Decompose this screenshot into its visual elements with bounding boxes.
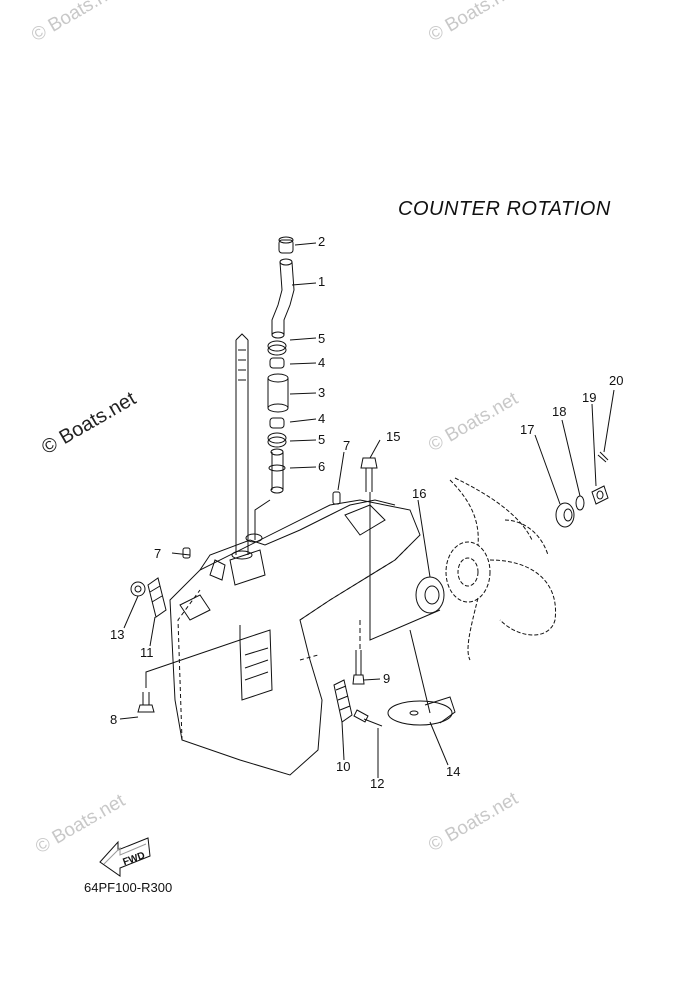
callout-13: 13 [110,627,124,642]
bolt-9 [352,650,365,685]
callout-12: 12 [370,776,384,791]
diagram-title: COUNTER ROTATION [398,198,611,220]
bolt-15 [360,457,378,492]
callout-11: 11 [140,645,154,660]
callout-7: 7 [154,546,161,561]
callout-4: 4 [318,411,325,426]
callout-20: 20 [609,373,623,388]
bolt-12 [353,709,383,727]
callout-17: 17 [520,422,534,437]
callout-10: 10 [336,759,350,774]
callout-14: 14 [446,764,460,779]
callout-9: 9 [383,671,390,686]
propeller [445,477,557,661]
lower-casing [169,499,421,776]
dowel-pin [182,547,191,559]
trim-tab [387,696,456,726]
callout-7: 7 [343,438,350,453]
callout-1: 1 [318,274,325,289]
anode-10 [333,679,353,723]
callout-2: 2 [318,234,325,249]
thrust-washer [415,576,445,614]
callout-18: 18 [552,404,566,419]
callout-19: 19 [582,390,596,405]
drawing-code: 64PF100-R300 [84,880,173,895]
callout-6: 6 [318,459,325,474]
callout-15: 15 [386,429,400,444]
fwd-arrow-icon [99,837,151,877]
dowel-pin [332,491,341,505]
callout-16: 16 [412,486,426,501]
leader-lines [119,242,615,778]
seal-stack [267,340,289,494]
drive-shaft [231,333,253,560]
callout-3: 3 [318,385,325,400]
water-pipe [271,236,295,339]
callout-5: 5 [318,432,325,447]
anode-11 [147,577,167,618]
callout-5: 5 [318,331,325,346]
prop-hardware [555,451,609,528]
bolt-8 [137,692,155,713]
nut-13 [130,581,146,597]
guide-lines [145,492,441,714]
callout-8: 8 [110,712,117,727]
callout-4: 4 [318,355,325,370]
